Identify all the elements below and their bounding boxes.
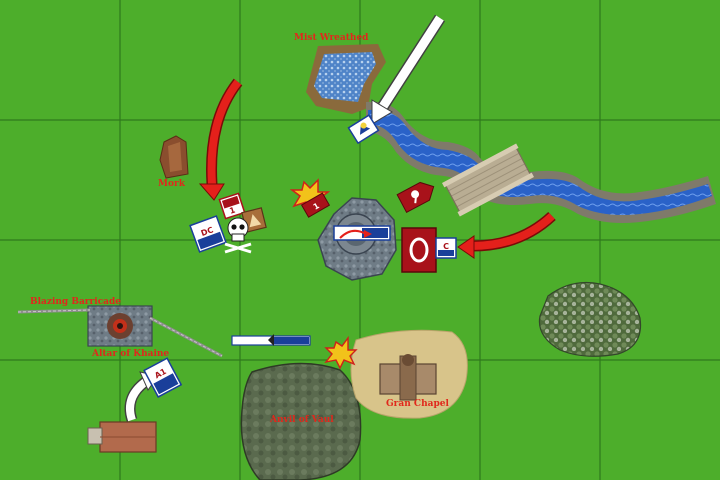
- blue-small-unit[interactable]: C: [435, 237, 457, 259]
- altar-of-khaine: [87, 305, 153, 347]
- bridge: [441, 143, 535, 217]
- anvil-of-vaul-label: Anvil of Vaul: [270, 415, 334, 425]
- red-block-unit[interactable]: [401, 227, 437, 273]
- altar-of-khaine-label: Altar of Khaine: [92, 349, 170, 359]
- river: [366, 101, 716, 223]
- mork-label: Mork: [158, 179, 185, 189]
- mork-monolith: [159, 135, 189, 179]
- a1-unit[interactable]: A1: [143, 357, 183, 398]
- movement-arrow-red-right: [457, 211, 556, 259]
- blue-small-label: C: [443, 242, 449, 251]
- blazing-barricade-label: Blazing Barricade: [30, 297, 122, 307]
- red-pointer-unit[interactable]: [396, 178, 438, 214]
- gran-chapel: [350, 329, 468, 419]
- explosion-icon: [324, 335, 358, 370]
- forest: [538, 281, 642, 357]
- wooden-building: [87, 421, 157, 453]
- tower-unit[interactable]: [333, 225, 391, 241]
- red-small-unit[interactable]: 1: [300, 192, 331, 218]
- mist-wreathed-label: Mist Wreathed: [294, 33, 369, 43]
- thin-line-unit[interactable]: [231, 334, 311, 346]
- anvil-of-vaul-hill: [240, 362, 362, 480]
- blue-unit-marker[interactable]: [347, 114, 380, 145]
- blazing-barricade: [17, 308, 223, 358]
- unit-1-label: 1: [228, 205, 236, 215]
- red-small-label: 1: [312, 201, 322, 212]
- dc-label: DC: [200, 225, 215, 238]
- red-unit-1[interactable]: 1: [218, 192, 246, 220]
- mist-wreathed-marsh: [306, 44, 386, 114]
- skull-icon: [224, 217, 252, 254]
- movement-arrow-white-top: [371, 14, 446, 125]
- gran-chapel-label: Gran Chapel: [386, 399, 449, 409]
- dc-unit[interactable]: DC: [189, 215, 227, 253]
- movement-arrow-red-left: [198, 78, 243, 201]
